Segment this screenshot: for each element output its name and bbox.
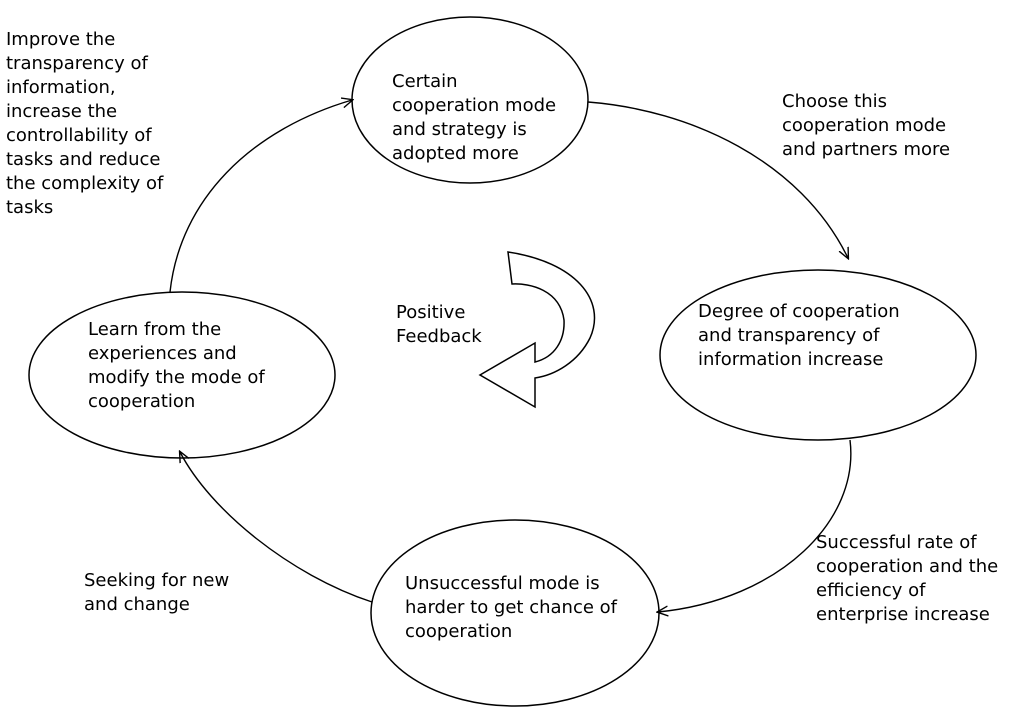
center-label-positive-feedback: Positive Feedback (396, 302, 482, 347)
positive-feedback-arrow-icon (478, 251, 596, 409)
edge-label-left-to-top: Improve the transparency of information,… (6, 29, 164, 218)
edge-label-right-to-bottom: Successful rate of cooperation and the e… (816, 532, 999, 625)
node-bottom-label: Unsuccessful mode is harder to get chanc… (405, 573, 618, 642)
arrow-right-to-bottom (658, 439, 852, 612)
arrow-top-to-right (587, 101, 848, 258)
node-top-label: Certain cooperation mode and strategy is… (392, 71, 557, 164)
arrow-left-to-top (169, 100, 352, 293)
node-left-label: Learn from the experiences and modify th… (88, 319, 265, 412)
edge-label-bottom-to-left: Seeking for new and change (84, 570, 230, 615)
arrow-bottom-to-left (180, 452, 373, 603)
node-right-label: Degree of cooperation and transparency o… (698, 301, 900, 370)
node-right-ellipse (659, 269, 977, 441)
edge-label-top-to-right: Choose this cooperation mode and partner… (782, 91, 951, 160)
